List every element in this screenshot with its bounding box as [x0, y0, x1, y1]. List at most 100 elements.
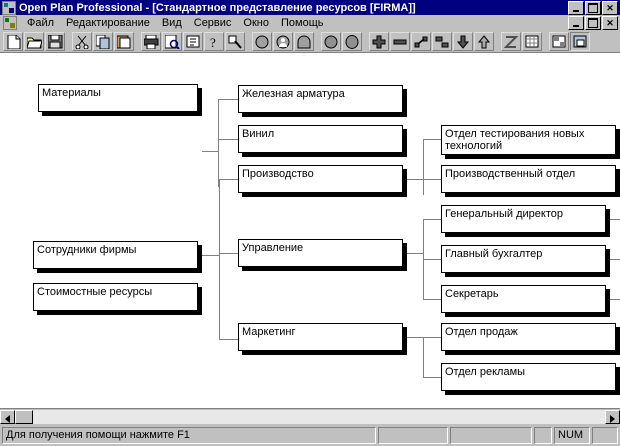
- tree-node-proizvodstvo[interactable]: Производство: [238, 165, 403, 193]
- tree-node-sotrudniki-firmy[interactable]: Сотрудники фирмы: [33, 241, 198, 269]
- window-title: Open Plan Professional - [Стандартное пр…: [19, 1, 416, 14]
- paste-icon[interactable]: [114, 32, 134, 51]
- window-minimize-button[interactable]: [568, 1, 584, 15]
- tree-node-label: Производство: [242, 168, 314, 180]
- document-icon[interactable]: [3, 16, 17, 30]
- help-question-icon[interactable]: ?: [204, 32, 224, 51]
- tree-node-vinil[interactable]: Винил: [238, 125, 403, 153]
- title-bar: Open Plan Professional - [Стандартное пр…: [0, 0, 620, 15]
- connector-line: [616, 179, 620, 180]
- tree-node-label: Отдел тестирования новых технологий: [445, 128, 585, 152]
- status-message: Для получения помощи нажмите F1: [2, 426, 376, 444]
- expand-icon[interactable]: [570, 32, 590, 51]
- connector-line: [407, 253, 423, 254]
- move-down-icon[interactable]: [453, 32, 473, 51]
- cut-scissors-icon[interactable]: [72, 32, 92, 51]
- zigzag-icon[interactable]: [501, 32, 521, 51]
- toolbar: ?: [0, 31, 620, 53]
- svg-text:?: ?: [210, 35, 216, 49]
- connector-line: [606, 299, 620, 300]
- tree-node-label: Винил: [242, 128, 275, 140]
- tree-node-upravlenie[interactable]: Управление: [238, 239, 403, 267]
- connector-line: [407, 179, 423, 180]
- print-icon[interactable]: [141, 32, 161, 51]
- new-file-icon[interactable]: [3, 32, 23, 51]
- filled-ellipse-icon[interactable]: [342, 32, 362, 51]
- resource-tree-view[interactable]: Материалы Сотрудники фирмы Стоимостные р…: [0, 53, 620, 408]
- grid-table-icon[interactable]: [522, 32, 542, 51]
- tree-node-label: Сотрудники фирмы: [37, 244, 137, 256]
- window-restore-button[interactable]: [585, 1, 601, 15]
- window-controls: ✕: [568, 1, 618, 15]
- tree-node-sekretar[interactable]: Секретарь: [441, 285, 606, 313]
- print-preview-icon[interactable]: [162, 32, 182, 51]
- open-folder-icon[interactable]: [24, 32, 44, 51]
- resource-person-icon[interactable]: [273, 32, 293, 51]
- properties-icon[interactable]: [183, 32, 203, 51]
- layout-icon[interactable]: [549, 32, 569, 51]
- status-panel-b: [450, 426, 532, 444]
- mdi-restore-button[interactable]: [585, 16, 601, 30]
- tree-node-otdel-prodazh[interactable]: Отдел продаж: [441, 323, 616, 351]
- connector-line: [423, 139, 441, 140]
- tree-node-label: Железная арматура: [242, 88, 345, 100]
- connector-line: [606, 219, 620, 220]
- connector-line: [616, 377, 620, 378]
- scroll-left-arrow-icon[interactable]: [0, 409, 15, 424]
- filled-circle-icon[interactable]: [321, 32, 341, 51]
- connector-line: [423, 259, 441, 260]
- tree-node-label: Секретарь: [445, 288, 499, 300]
- tree-node-label: Главный бухгалтер: [445, 248, 543, 260]
- scroll-right-arrow-icon[interactable]: [605, 409, 620, 424]
- app-icon: [2, 0, 16, 15]
- tree-node-otdel-testirovaniya[interactable]: Отдел тестирования новых технологий: [441, 125, 616, 155]
- resource-shape-icon[interactable]: [294, 32, 314, 51]
- menu-item-file[interactable]: Файл: [27, 17, 55, 29]
- connector-line: [199, 255, 219, 256]
- menu-item-help[interactable]: Помощь: [280, 17, 324, 29]
- tree-node-label: Управление: [242, 242, 304, 254]
- move-up-icon[interactable]: [474, 32, 494, 51]
- save-disk-icon[interactable]: [45, 32, 65, 51]
- tree-node-label: Отдел рекламы: [445, 366, 526, 378]
- tree-node-proizvodstvennyj-otdel[interactable]: Производственный отдел: [441, 165, 616, 193]
- menu-item-view[interactable]: Вид: [161, 17, 182, 29]
- tree-node-marketing[interactable]: Маркетинг: [238, 323, 403, 351]
- diagram-canvas[interactable]: Материалы Сотрудники фирмы Стоимостные р…: [0, 53, 620, 408]
- tree-node-otdel-reklamy[interactable]: Отдел рекламы: [441, 363, 616, 391]
- remove-minus-icon[interactable]: [390, 32, 410, 51]
- mdi-minimize-button[interactable]: [568, 16, 584, 30]
- add-plus-icon[interactable]: [369, 32, 389, 51]
- copy-icon[interactable]: [93, 32, 113, 51]
- connector-line: [423, 139, 424, 195]
- connector-line: [423, 179, 441, 180]
- menu-item-edit[interactable]: Редактирование: [66, 17, 150, 29]
- tree-node-generalnyj-direktor[interactable]: Генеральный директор: [441, 205, 606, 233]
- connector-line: [616, 337, 620, 338]
- context-help-icon[interactable]: [225, 32, 245, 51]
- mdi-close-button[interactable]: ✕: [602, 16, 618, 30]
- connector-line: [407, 337, 423, 338]
- connector-line: [616, 139, 620, 140]
- mdi-child-controls: ✕: [568, 16, 618, 30]
- menu-item-window[interactable]: Окно: [243, 17, 269, 29]
- status-panel-d: [592, 426, 618, 444]
- tree-node-glavnyj-buhgalter[interactable]: Главный бухгалтер: [441, 245, 606, 273]
- indent-icon[interactable]: [432, 32, 452, 51]
- connector-line: [219, 179, 220, 339]
- horizontal-scrollbar[interactable]: [0, 408, 620, 424]
- tree-node-zheleznaya-armatura[interactable]: Железная арматура: [238, 85, 403, 113]
- connector-line: [423, 337, 441, 338]
- scrollbar-track[interactable]: [15, 409, 605, 424]
- status-panel-a: [378, 426, 448, 444]
- tree-node-materialy[interactable]: Материалы: [38, 84, 198, 112]
- link-icon[interactable]: [411, 32, 431, 51]
- resource-circle-icon[interactable]: [252, 32, 272, 51]
- scrollbar-thumb[interactable]: [15, 409, 33, 424]
- window-close-button[interactable]: ✕: [602, 1, 618, 15]
- tree-node-stoimostnye-resursy[interactable]: Стоимостные ресурсы: [33, 283, 198, 311]
- connector-line: [219, 339, 238, 340]
- menu-item-tools[interactable]: Сервис: [193, 17, 232, 29]
- connector-line: [423, 337, 424, 377]
- tree-node-label: Маркетинг: [242, 326, 296, 338]
